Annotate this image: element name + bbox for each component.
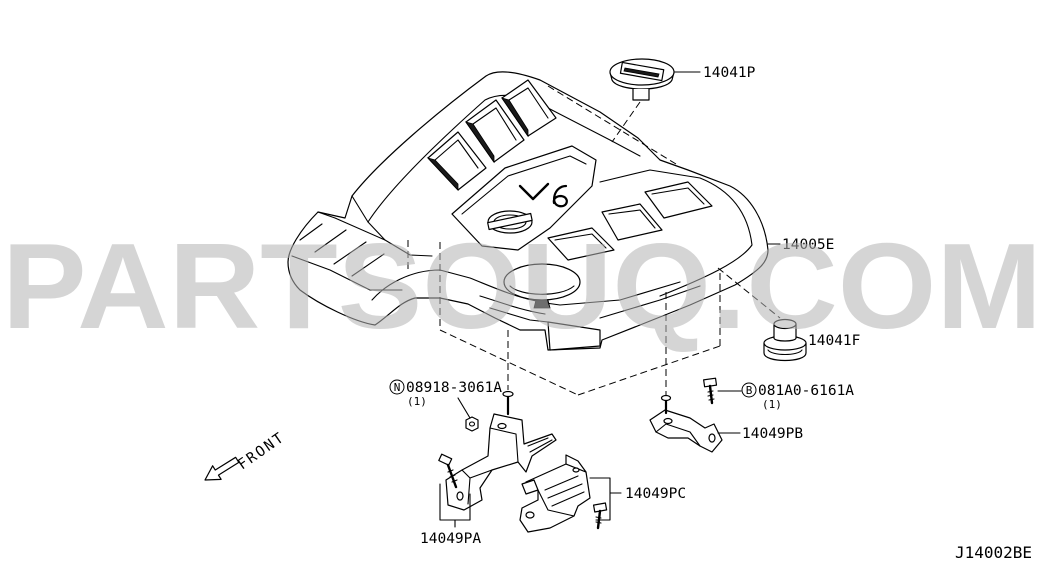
bracket-pa-arm: [461, 469, 493, 505]
bolt-prefix: B: [746, 384, 753, 397]
bracket-pa-body: [445, 413, 557, 511]
leader-nut: [457, 397, 471, 419]
bolt[interactable]: [502, 390, 514, 416]
oil-filler-opening-inner: [509, 285, 575, 295]
assembly-dashed-lines: [407, 85, 781, 396]
cover-lower-rib: [489, 307, 549, 323]
cover-left-wing-ribs: [299, 223, 385, 277]
bracket-pc-hole: [525, 511, 535, 519]
dashed-line: [547, 85, 677, 165]
cover-slot-shadow: [501, 97, 529, 138]
bracket-pc-hole: [572, 467, 580, 473]
dashed-line: [611, 101, 641, 143]
bolt-threads: [595, 516, 602, 524]
cover-slot-inner: [554, 233, 607, 249]
nut-prefix-circle-icon: [389, 379, 405, 395]
label-14049pc[interactable]: 14049PC: [625, 486, 686, 502]
bracket-14049pc[interactable]: [519, 454, 591, 533]
bracket-pc-body: [519, 463, 591, 533]
cover-lower-rib: [479, 295, 546, 315]
label-081a0-6161a[interactable]: 081A0-6161A: [758, 383, 854, 399]
watermark: PARTSOUQ.COM: [2, 218, 1042, 354]
bolt[interactable]: [660, 394, 672, 415]
label-14005e[interactable]: 14005E: [782, 237, 834, 253]
logo-bar: [487, 212, 533, 231]
grommet[interactable]: [763, 318, 807, 362]
bracket-pb-fold: [655, 423, 701, 447]
grommet-rib: [767, 349, 803, 356]
label-14041f[interactable]: 14041F: [808, 333, 860, 349]
nut-prefix: N: [394, 381, 401, 394]
bracket-pc-clip: [521, 479, 539, 495]
cover-plateau-inner: [461, 155, 587, 215]
dashed-line: [577, 345, 721, 396]
bracket-pa-fold: [489, 427, 519, 463]
bolt-quantity: (1): [762, 398, 782, 411]
bolt-threads: [447, 469, 458, 483]
cover-left-wing-lower: [291, 255, 403, 291]
diagram-id: J14002BE: [955, 543, 1032, 562]
grommet-neck-top: [773, 318, 797, 330]
leader-bracket-pa: [439, 483, 471, 528]
cover-slot-inner: [651, 187, 705, 205]
nut-quantity: (1): [407, 395, 427, 408]
bracket-pa-hole: [456, 491, 464, 501]
cap-logo-lettering: [623, 67, 660, 78]
cover-slot: [644, 181, 713, 219]
cover-slot-inner: [434, 139, 479, 169]
bolt[interactable]: [438, 453, 458, 489]
bracket-14049pa[interactable]: [445, 413, 557, 511]
v6-badge-v: [518, 182, 550, 201]
cover-slot-shadow: [465, 121, 495, 164]
bracket-pa-hole: [497, 422, 507, 430]
label-14049pb[interactable]: 14049PB: [742, 426, 803, 442]
bolt-081a0-6161a[interactable]: [703, 377, 718, 405]
label-14049pa[interactable]: 14049PA: [420, 531, 481, 547]
cover-slot: [547, 227, 615, 261]
cover-slot-inner: [472, 107, 517, 141]
front-arrow-icon: [204, 456, 240, 481]
label-14041p[interactable]: 14041P: [703, 65, 756, 81]
cover-right-rim: [599, 169, 753, 297]
cover-slot-inner: [508, 87, 549, 119]
front-label: FRONT: [235, 429, 288, 473]
bolt[interactable]: [592, 502, 608, 530]
bracket-pc-rib: [544, 475, 585, 507]
v6-badge-6: [552, 184, 568, 208]
bolt-head: [660, 394, 672, 402]
bolt-head: [502, 390, 514, 398]
nut-hex: [465, 416, 479, 432]
bracket-pc-fold: [537, 489, 575, 517]
leader-bracket-pc: [589, 477, 622, 521]
cover-bottom-tab: [547, 321, 601, 351]
cover-slot-shadow: [426, 157, 459, 192]
label-08918-3061a[interactable]: 08918-3061A: [406, 380, 502, 396]
v6-badge-icon: [518, 182, 568, 208]
nut-bore: [468, 421, 476, 427]
bracket-pb-hole: [663, 417, 673, 425]
bolt-threads: [707, 390, 715, 401]
bolt-head: [438, 453, 453, 466]
cap-stem: [632, 89, 650, 101]
cover-wing-step: [351, 195, 386, 241]
dashed-line: [717, 267, 781, 319]
bracket-pb-hole: [708, 433, 716, 443]
bolt-prefix-circle-icon: [741, 382, 757, 398]
oil-filler-boss: [533, 299, 551, 309]
bracket-14049pb[interactable]: [649, 409, 723, 453]
cover-lower-rib: [599, 285, 701, 319]
front-direction-indicator: FRONT: [204, 429, 288, 481]
bracket-pa-fork: [527, 437, 553, 453]
leader-lines: [439, 71, 781, 528]
oil-filler-cap[interactable]: [609, 58, 675, 101]
cover-slot-inner: [608, 209, 656, 229]
nissan-logo-icon: [487, 210, 533, 234]
nut-08918-3061a[interactable]: [465, 416, 479, 432]
engine-cover[interactable]: [287, 71, 769, 351]
bolt-shaft: [708, 384, 714, 405]
dashed-line: [439, 329, 579, 396]
